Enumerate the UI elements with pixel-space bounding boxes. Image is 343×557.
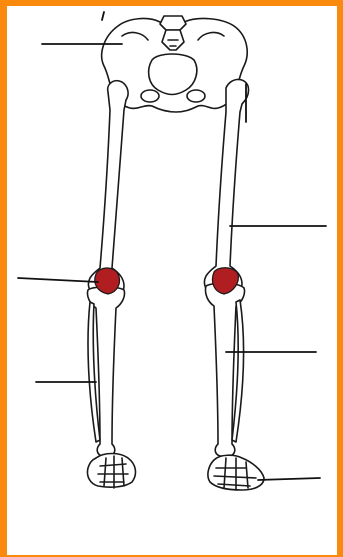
left-foot (87, 454, 135, 489)
